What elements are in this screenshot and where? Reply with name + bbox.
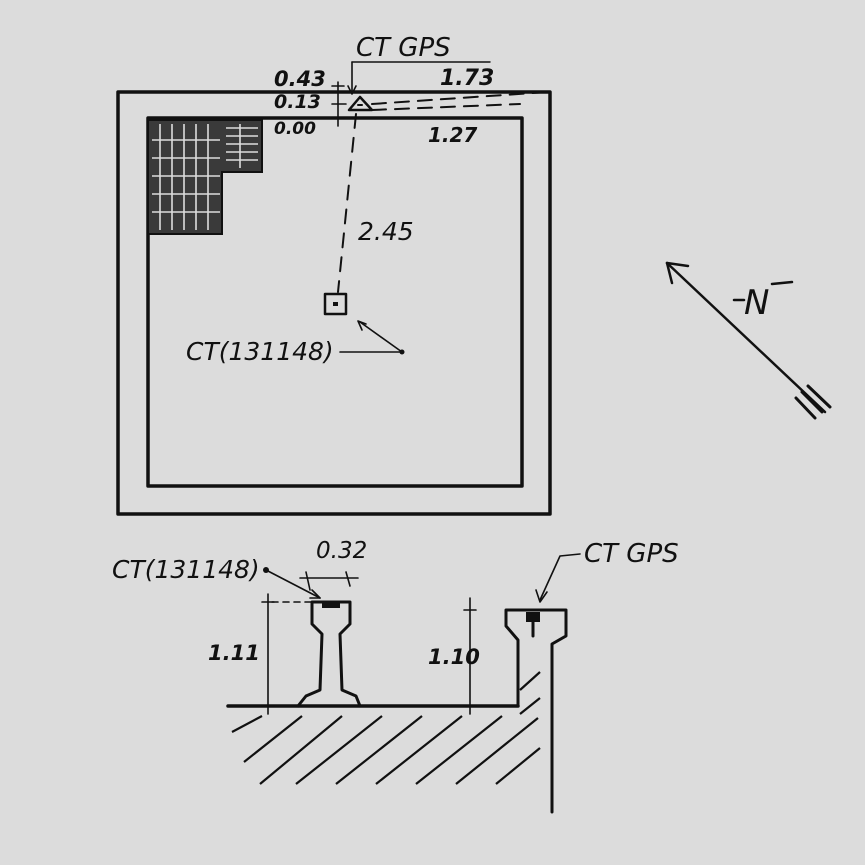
dist-right-top-label: 1.73 <box>440 66 494 91</box>
plan-gps-label: CT GPS <box>356 33 451 63</box>
outer-wall <box>116 90 552 516</box>
plan-benchmark-label: CT(131148) <box>186 337 334 366</box>
gps-wall <box>504 608 568 814</box>
plan-view: CT GPS 0.43 0.13 0.00 1.73 1.27 2.45 CT(… <box>116 33 552 516</box>
north-arrow-shaft <box>665 261 827 414</box>
benchmark-pointer <box>339 321 403 353</box>
dashed-line-to-benchmark <box>337 113 357 293</box>
elev-top-label: 0.43 <box>274 67 326 91</box>
section-gps-leader <box>539 553 581 601</box>
north-arrowhead-icon <box>665 261 690 285</box>
height-right-label: 1.10 <box>428 645 480 669</box>
dashed-line-to-corner <box>371 91 549 105</box>
stair-block <box>147 119 263 235</box>
section-gps-label: CT GPS <box>584 539 679 569</box>
elev-mid-label: 0.13 <box>274 91 321 113</box>
benchmark-pillar <box>296 600 362 708</box>
north-arrow: N <box>665 261 832 420</box>
dist-vertical-label: 2.45 <box>358 217 414 246</box>
section-benchmark-leader <box>265 569 321 599</box>
north-label: N <box>744 283 769 323</box>
section-view: CT(131148) 0.32 1.11 1.10 CT GPS <box>112 538 679 814</box>
pillar-width-label: 0.32 <box>316 538 367 564</box>
elev-base-label: 0.00 <box>274 119 316 139</box>
height-left-label: 1.11 <box>208 641 260 665</box>
gps-triangle-icon <box>347 95 374 112</box>
section-benchmark-label: CT(131148) <box>112 555 260 584</box>
dist-right-bottom-label: 1.27 <box>428 123 477 147</box>
ground-hatch <box>231 671 541 785</box>
benchmark-square-icon <box>323 292 348 316</box>
